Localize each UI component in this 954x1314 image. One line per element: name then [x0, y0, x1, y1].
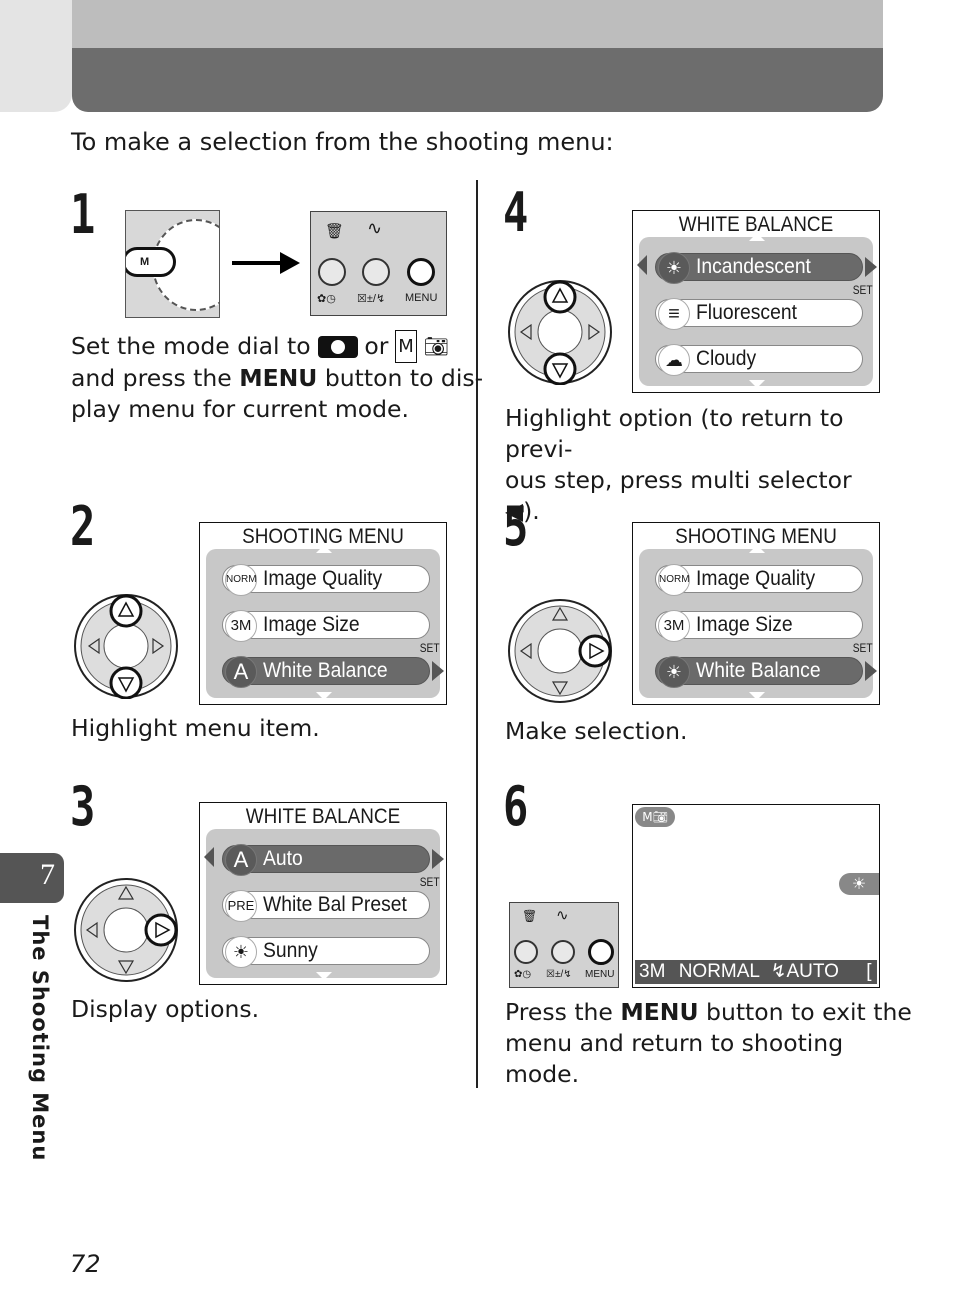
size-3m-icon: 3M	[639, 961, 666, 982]
step-4-text: Highlight option (to return to previ- ou…	[505, 404, 852, 525]
step-4-number: 4	[503, 181, 529, 244]
set-label: SET	[852, 283, 873, 297]
column-divider	[476, 180, 478, 1088]
menu-button[interactable]	[407, 258, 435, 286]
step-1-number: 1	[70, 183, 96, 246]
cloud-icon: ☁	[658, 344, 690, 376]
menu-item-white-balance[interactable]: ☀ White Balance	[655, 656, 863, 688]
menu-label: MENU	[585, 969, 615, 980]
set-label: SET	[419, 641, 440, 655]
macro-self-timer-icon: ✿◷	[317, 293, 336, 305]
fluorescent-icon: ≡	[658, 298, 690, 330]
step-6-text: Press the MENU button to exit the menu a…	[505, 998, 912, 1088]
step-3-number: 3	[70, 775, 96, 838]
set-label: SET	[852, 641, 873, 655]
macro-self-timer-icon: ✿◷	[514, 969, 532, 980]
lcd-shooting-menu-5: SHOOTING MENU NORM Image Quality 3M Imag…	[632, 522, 880, 705]
option-cloudy[interactable]: ☁ Cloudy	[655, 344, 863, 376]
auto-a-icon: A	[225, 844, 257, 876]
menu-title: SHOOTING MENU	[242, 525, 404, 548]
incandescent-icon: ☀	[839, 873, 879, 895]
multi-selector-right[interactable]	[73, 877, 179, 983]
size-3m-icon: 3M	[658, 610, 690, 642]
menu-item-white-balance[interactable]: A White Balance	[222, 656, 430, 688]
chapter-tab	[0, 853, 64, 903]
lcd-viewfinder: M📷︎ ☀ 3M NORMAL ↯AUTO [15]	[632, 804, 910, 988]
control-button[interactable]	[514, 940, 538, 964]
option-white-bal-preset[interactable]: PRE White Bal Preset	[222, 890, 430, 922]
step-2-number: 2	[70, 495, 96, 558]
header-tab	[0, 0, 72, 112]
viewfinder-status-bar: 3M NORMAL ↯AUTO [15]	[635, 960, 910, 984]
preset-icon: PRE	[225, 890, 257, 922]
step-2-text: Highlight menu item.	[71, 714, 320, 742]
step-5-number: 5	[503, 495, 529, 558]
mode-dial-illustration: M	[125, 210, 220, 318]
step-5-text: Make selection.	[505, 717, 688, 745]
control-button[interactable]	[362, 258, 390, 286]
quality-value: NORMAL	[678, 961, 760, 982]
wave-icon: ∿	[556, 907, 569, 924]
menu-item-image-quality[interactable]: NORM Image Quality	[655, 564, 863, 596]
multi-selector-up-down-4[interactable]	[507, 279, 613, 385]
menu-item-image-size[interactable]: 3M Image Size	[222, 610, 430, 642]
multi-selector-right-5[interactable]	[507, 598, 613, 704]
menu-title: WHITE BALANCE	[245, 805, 401, 828]
shooting-mode-badge: M📷︎	[635, 807, 675, 827]
exposure-count: 15	[883, 961, 905, 982]
option-sunny[interactable]: ☀ Sunny	[222, 936, 430, 968]
arrow-right-icon	[232, 252, 300, 274]
multi-selector-up-down[interactable]	[73, 593, 179, 699]
intro-text: To make a selection from the shooting me…	[71, 128, 614, 156]
header-bar-bottom	[72, 48, 883, 112]
menu-label: MENU	[405, 292, 438, 304]
option-fluorescent[interactable]: ≡ Fluorescent	[655, 298, 863, 330]
chapter-label: The Shooting Menu	[28, 915, 52, 1162]
control-button[interactable]	[318, 258, 346, 286]
camera-mode-icon	[317, 335, 358, 358]
option-incandescent[interactable]: ☀ Incandescent	[655, 252, 863, 284]
menu-title: WHITE BALANCE	[678, 213, 834, 236]
trash-icon: 🗑	[522, 909, 538, 923]
dial-mode-letter: M	[140, 256, 150, 268]
incandescent-icon: ☀	[658, 252, 690, 284]
chapter-number: 7	[40, 858, 55, 891]
camera-buttons-6: 🗑 ∿ MENU ✿◷ ☒±/↯	[509, 902, 619, 988]
exposure-flash-icon: ☒±/↯	[357, 293, 386, 305]
menu-item-image-quality[interactable]: NORM Image Quality	[222, 564, 430, 596]
page-number: 72	[70, 1250, 101, 1278]
wave-icon: ∿	[367, 218, 383, 238]
flash-icon: ↯	[770, 961, 787, 982]
flash-mode-value: AUTO	[786, 961, 839, 982]
step-6-number: 6	[503, 775, 529, 838]
sun-icon: ☀	[225, 936, 257, 968]
auto-a-icon: A	[225, 656, 257, 688]
exposure-flash-icon: ☒±/↯	[546, 969, 572, 980]
lcd-white-balance-4: WHITE BALANCE ☀ Incandescent SET ≡ Fluor…	[632, 210, 880, 393]
lcd-shooting-menu-2: SHOOTING MENU NORM Image Quality 3M Imag…	[199, 522, 447, 705]
camera-buttons-1: 🗑 ∿ MENU ✿◷ ☒±/↯	[310, 211, 447, 316]
incandescent-icon: ☀	[658, 656, 690, 688]
set-label: SET	[419, 875, 440, 889]
header-bar-top	[72, 0, 883, 48]
manual-camera-mode-icon: M	[395, 330, 417, 363]
trash-icon: 🗑	[325, 223, 345, 240]
step-6-line-2: menu and return to shooting	[505, 1029, 844, 1057]
norm-icon: NORM	[225, 564, 257, 596]
control-button[interactable]	[551, 940, 575, 964]
lcd-white-balance-3: WHITE BALANCE A Auto SET PRE White Bal P…	[199, 802, 447, 985]
menu-button[interactable]	[588, 939, 614, 965]
size-3m-icon: 3M	[225, 610, 257, 642]
step-1-text: Set the mode dial to or M📷︎ and press th…	[71, 330, 484, 423]
norm-icon: NORM	[658, 564, 690, 596]
menu-item-image-size[interactable]: 3M Image Size	[655, 610, 863, 642]
step-3-text: Display options.	[71, 995, 260, 1023]
menu-title: SHOOTING MENU	[675, 525, 837, 548]
option-auto[interactable]: A Auto	[222, 844, 430, 876]
